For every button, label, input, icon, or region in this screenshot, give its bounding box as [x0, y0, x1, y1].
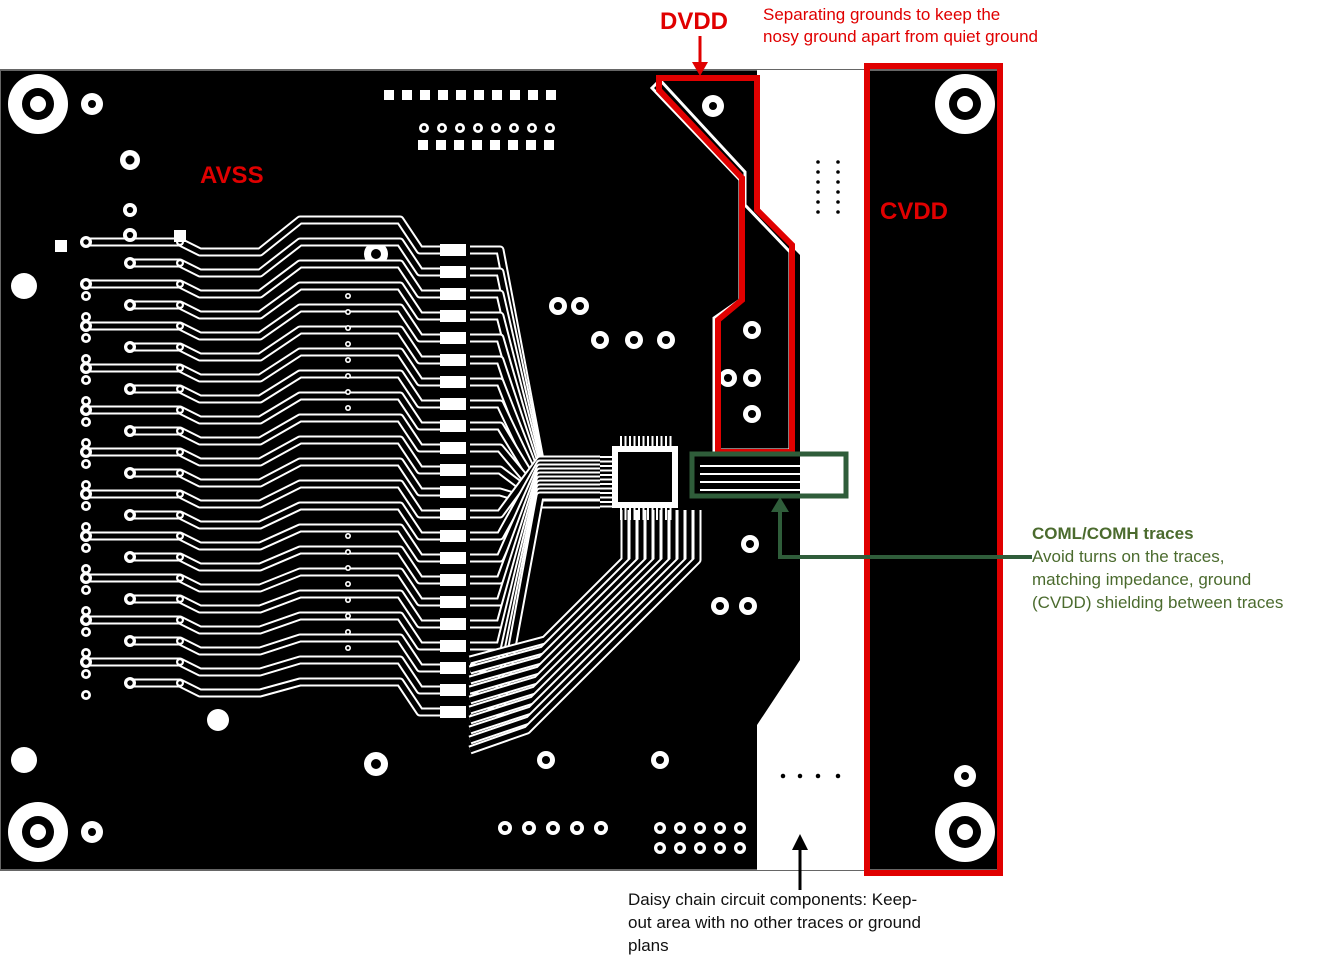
daisy-note-line3: plans: [628, 936, 669, 955]
component-pads: [55, 90, 844, 854]
cvdd-label: CVDD: [880, 198, 949, 225]
coml-note-line2: matching impedance, ground: [1032, 570, 1252, 589]
dvdd-label: DVDD: [660, 8, 729, 35]
coml-note-line3: (CVDD) shielding between traces: [1032, 593, 1284, 612]
coml-comh-note: COML/COMH traces Avoid turns on the trac…: [1032, 522, 1283, 614]
daisy-arrow: [792, 834, 808, 890]
daisy-chain-note: Daisy chain circuit components: Keep- ou…: [628, 888, 921, 957]
coml-comh-highlight: [689, 451, 849, 499]
coml-note-title: COML/COMH traces: [1032, 524, 1194, 543]
coml-note-line1: Avoid turns on the traces,: [1032, 547, 1225, 566]
avss-label: AVSS: [200, 162, 264, 189]
signal-traces: [86, 215, 838, 755]
daisy-note-line1: Daisy chain circuit components: Keep-: [628, 890, 918, 909]
separating-note-line1: Separating grounds to keep the: [763, 5, 1001, 24]
cvdd-region-outline: [864, 63, 1003, 876]
daisy-note-line2: out area with no other traces or ground: [628, 913, 921, 932]
dvdd-arrow: [692, 36, 708, 76]
separating-grounds-note: Separating grounds to keep the nosy grou…: [763, 4, 1038, 48]
mounting-holes: [8, 74, 995, 862]
separating-note-line2: nosy ground apart from quiet ground: [763, 27, 1039, 46]
coml-arrow: [771, 497, 1032, 559]
main-ic: [612, 446, 678, 508]
